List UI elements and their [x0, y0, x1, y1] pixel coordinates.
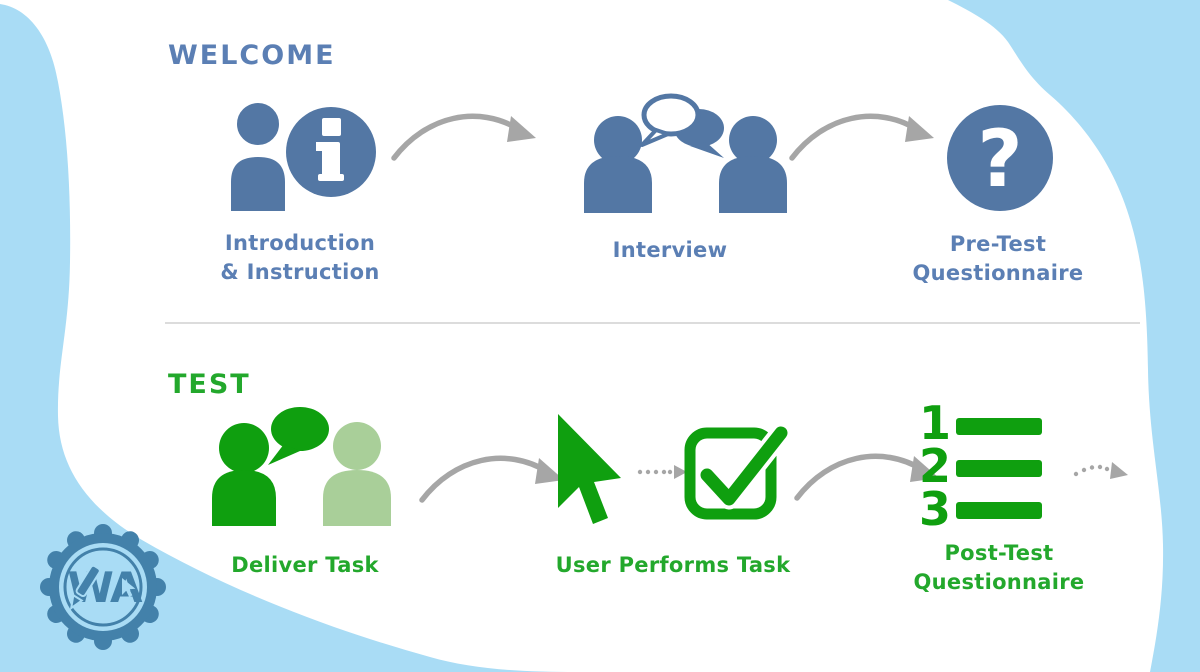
step-label-deliver-task: Deliver Task	[231, 553, 379, 577]
step-label-pre-test-questionnaire: Pre-Test Questionnaire	[912, 232, 1084, 285]
numbered-list-icon: 1 2 3	[919, 398, 1042, 526]
step-label-post-test-questionnaire: Post-Test Questionnaire	[913, 541, 1085, 594]
dotted-arrow-icon	[637, 465, 687, 479]
welcome-heading: WELCOME	[168, 40, 336, 71]
svg-text:2: 2	[919, 439, 951, 493]
section-divider	[165, 322, 1140, 324]
checkbox-checked-icon	[684, 424, 788, 520]
cursor-icon	[558, 414, 621, 524]
dotted-arrow-icon	[1073, 462, 1128, 479]
moderator-speaking-to-user-icon	[212, 407, 391, 526]
test-heading: TEST	[168, 369, 251, 400]
arrow-right-icon	[794, 453, 939, 501]
cursor-on-badge-icon	[122, 578, 136, 597]
arrow-right-icon	[789, 113, 934, 161]
svg-text:1: 1	[919, 398, 951, 450]
pencil-icon	[69, 564, 101, 611]
svg-text:?: ?	[977, 115, 1022, 205]
svg-text:3: 3	[919, 482, 951, 526]
step-label-interview: Interview	[612, 238, 728, 262]
arrow-right-icon	[419, 455, 564, 503]
wa-badge-logo: WA	[40, 524, 166, 650]
question-mark-circle-icon: ?	[947, 105, 1053, 211]
step-label-user-performs-task: User Performs Task	[555, 553, 791, 577]
arrow-right-icon	[391, 113, 536, 161]
people-conversation-icon	[584, 93, 787, 213]
step-label-introduction-instruction: Introduction & Instruction	[220, 231, 380, 284]
person-info-icon	[225, 97, 376, 212]
